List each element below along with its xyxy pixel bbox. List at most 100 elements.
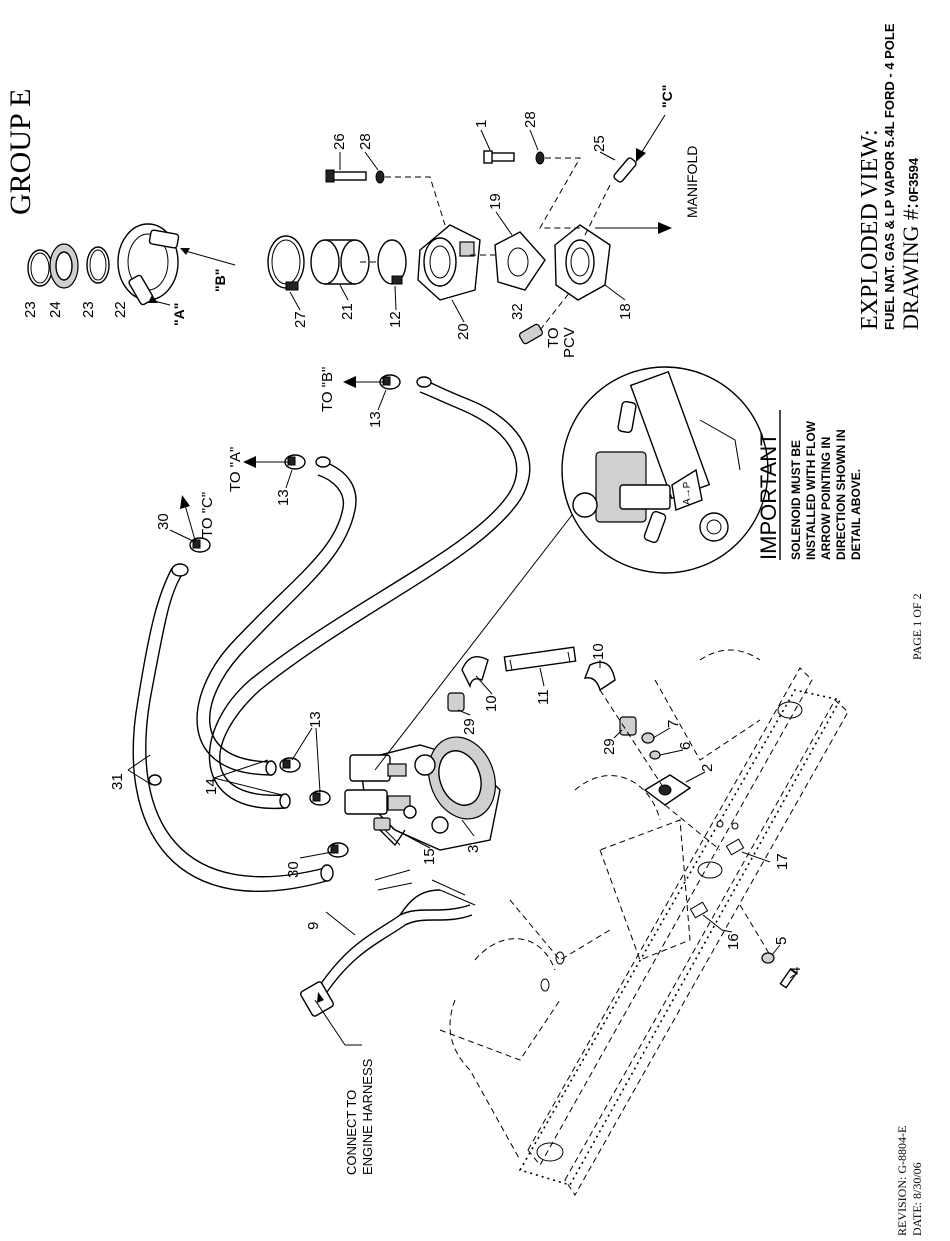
callout-24: 24 bbox=[47, 301, 64, 318]
hose-clamp-30-lower bbox=[327, 842, 349, 858]
callout-6: 6 bbox=[677, 742, 694, 750]
harness-label-2: ENGINE HARNESS bbox=[360, 1058, 375, 1175]
page-number: PAGE 1 OF 2 bbox=[910, 593, 924, 660]
callout-32: 32 bbox=[509, 303, 526, 320]
callout-9: 9 bbox=[305, 922, 322, 930]
to-b-arrow bbox=[343, 376, 385, 388]
callout-31: 31 bbox=[109, 773, 126, 790]
drawing-number-label: DRAWING #: bbox=[898, 203, 923, 330]
callout-14: 14 bbox=[203, 778, 220, 795]
port-a-label: "A" bbox=[171, 303, 187, 326]
label-16 bbox=[689, 901, 723, 931]
bolt-26 bbox=[325, 169, 367, 183]
gasket-19 bbox=[494, 231, 546, 291]
fitting-32 bbox=[518, 291, 571, 345]
o-ring-23-bottom bbox=[86, 246, 110, 284]
hose-clamp-13-lower bbox=[279, 757, 331, 806]
callout-28-left: 28 bbox=[357, 133, 374, 150]
callout-15: 15 bbox=[421, 848, 438, 865]
hose-clamp-12 bbox=[377, 239, 407, 285]
hardware-7-6-2 bbox=[599, 689, 721, 851]
washer-28-right bbox=[535, 151, 545, 165]
to-pcv-label-2: PCV bbox=[561, 327, 578, 358]
fitting-29-lower bbox=[619, 716, 637, 736]
bolt-1 bbox=[483, 150, 515, 164]
svg-text:A→P: A→P bbox=[682, 481, 693, 505]
regulator-assembly bbox=[344, 736, 501, 851]
important-title: IMPORTANT bbox=[756, 432, 781, 560]
to-c-label: TO "C" bbox=[199, 492, 216, 538]
sleeve-21 bbox=[310, 239, 370, 285]
callout-30-lower: 30 bbox=[285, 861, 302, 878]
callout-30-upper: 30 bbox=[155, 513, 172, 530]
harness-leader bbox=[314, 992, 362, 1046]
callout-23-top: 23 bbox=[22, 301, 39, 318]
revision-label: REVISION: G-8804-E bbox=[895, 1126, 909, 1236]
callout-29-upper: 29 bbox=[461, 718, 478, 735]
nipple-11 bbox=[503, 646, 577, 672]
callout-13-to-a: 13 bbox=[275, 489, 292, 506]
assembly-lines bbox=[360, 157, 611, 263]
adapter-18 bbox=[554, 224, 611, 301]
callout-20: 20 bbox=[455, 323, 472, 340]
callout-10-upper: 10 bbox=[483, 695, 500, 712]
callout-13-lower: 13 bbox=[307, 711, 324, 728]
callout-17: 17 bbox=[774, 853, 791, 870]
port-b-label: "B" bbox=[212, 269, 228, 292]
port-c-label: "C" bbox=[659, 85, 675, 108]
washer-28-left bbox=[375, 170, 385, 184]
group-title: GROUP E bbox=[4, 89, 37, 215]
hose-14 bbox=[196, 376, 531, 810]
callout-3: 3 bbox=[465, 845, 482, 853]
to-pcv-label-1: TO bbox=[545, 327, 562, 348]
to-b-label: TO "B" bbox=[319, 367, 336, 412]
callout-21: 21 bbox=[339, 303, 356, 320]
manifold-label: MANIFOLD bbox=[684, 146, 700, 218]
callout-27: 27 bbox=[292, 311, 309, 328]
drawing-number: 0F3594 bbox=[906, 157, 921, 202]
important-line-1: SOLENOID MUST BE bbox=[789, 440, 803, 560]
callout-12: 12 bbox=[387, 311, 404, 328]
to-a-label: TO "A" bbox=[227, 447, 244, 492]
callout-4: 4 bbox=[787, 967, 804, 975]
fitting-29-upper bbox=[447, 692, 465, 712]
fitting-15 bbox=[373, 817, 401, 846]
to-c-arrow bbox=[180, 495, 196, 541]
port-c-arrow bbox=[636, 114, 666, 162]
elbow-10-upper bbox=[461, 656, 489, 689]
callout-19: 19 bbox=[487, 193, 504, 210]
important-line-2: INSTALLED WITH FLOW bbox=[804, 420, 818, 560]
mixer-body-22 bbox=[117, 223, 180, 306]
callout-7: 7 bbox=[665, 720, 682, 728]
callout-11: 11 bbox=[535, 689, 552, 705]
hardware-5-4 bbox=[739, 904, 798, 989]
throttle-body-20 bbox=[417, 224, 481, 301]
hose-31 bbox=[132, 563, 334, 892]
o-ring-23-top bbox=[27, 249, 53, 287]
callout-28-right: 28 bbox=[522, 111, 539, 128]
callout-29-lower: 29 bbox=[601, 738, 618, 755]
callout-18: 18 bbox=[617, 303, 634, 320]
callout-25: 25 bbox=[591, 135, 608, 152]
callout-23-bottom: 23 bbox=[80, 301, 97, 318]
manifold-arrow bbox=[595, 222, 672, 234]
wire-harness-9 bbox=[300, 869, 476, 1017]
to-a-arrow bbox=[243, 456, 290, 468]
callout-2: 2 bbox=[699, 764, 716, 772]
solenoid-detail-circle: A→P bbox=[374, 366, 769, 771]
label-17 bbox=[725, 838, 771, 863]
callout-1: 1 bbox=[473, 120, 490, 128]
harness-label-1: CONNECT TO bbox=[344, 1090, 359, 1175]
drawing-subtitle: FUEL NAT. GAS & LP VAPOR 5.4L FORD - 4 P… bbox=[882, 23, 897, 330]
view-title: EXPLODED VIEW: bbox=[857, 129, 883, 330]
ring-24 bbox=[49, 243, 79, 289]
callout-16: 16 bbox=[725, 933, 742, 950]
hose-clamp-27 bbox=[267, 235, 305, 291]
callout-13-to-b: 13 bbox=[367, 411, 384, 428]
callout-10-lower: 10 bbox=[590, 643, 607, 660]
important-line-4: DIRECTION SHOWN IN bbox=[834, 429, 848, 560]
important-line-3: ARROW POINTING IN bbox=[819, 437, 833, 560]
hose-clamp-30-upper bbox=[189, 537, 211, 553]
hose-clamp-13-to-a bbox=[284, 454, 306, 470]
